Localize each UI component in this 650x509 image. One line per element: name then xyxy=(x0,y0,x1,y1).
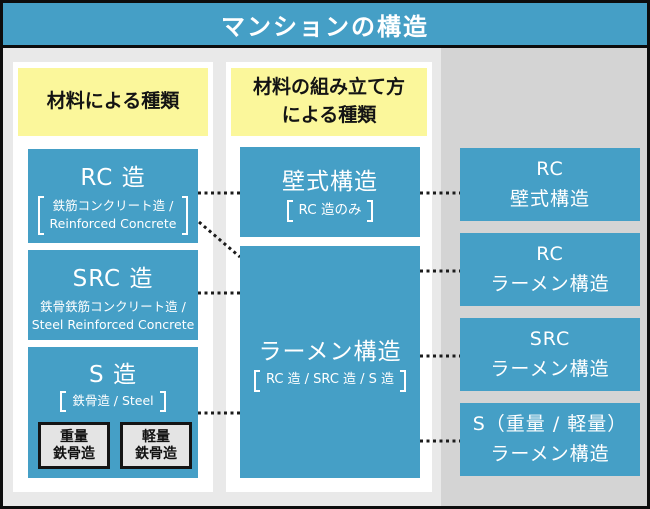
bracket-left xyxy=(23,297,26,337)
box-rc-wall-result: RC 壁式構造 xyxy=(460,148,640,221)
box-src-subtitle: 鉄骨鉄筋コンクリート造 / Steel Reinforced Concrete xyxy=(23,297,203,337)
src-rahmen-line2: ラーメン構造 xyxy=(490,357,610,380)
box-wall-title: 壁式構造 xyxy=(282,168,378,195)
box-rc-zou: RC 造 鉄筋コンクリート造 / Reinforced Concrete xyxy=(28,149,198,243)
box-src-rahmen-result: SRC ラーメン構造 xyxy=(460,318,640,391)
bracket-right xyxy=(400,370,407,392)
page-title: マンションの構造 xyxy=(221,12,429,41)
box-wall-sub-line1: RC 造のみ xyxy=(298,201,362,218)
box-src-title: SRC 造 xyxy=(72,266,154,292)
bracket-left xyxy=(286,199,293,223)
s-rahmen-line2: ラーメン構造 xyxy=(490,442,610,465)
box-src-zou: SRC 造 鉄骨鉄筋コンクリート造 / Steel Reinforced Con… xyxy=(23,250,203,340)
bracket-left xyxy=(253,370,260,392)
box-wall-structure: 壁式構造 RC 造のみ xyxy=(240,147,420,237)
box-s-title: S 造 xyxy=(89,362,137,388)
box-rc-sub-line2: Reinforced Concrete xyxy=(49,216,177,232)
box-rc-title: RC 造 xyxy=(80,165,146,191)
bracket-right xyxy=(200,297,203,337)
rc-wall-line2: 壁式構造 xyxy=(509,187,590,210)
box-src-sub-line1: 鉄骨鉄筋コンクリート造 / xyxy=(40,299,186,314)
box-src-sub-line2: Steel Reinforced Concrete xyxy=(31,317,195,333)
heavy-steel-line1: 重量 xyxy=(60,428,88,445)
box-rc-subtitle: 鉄筋コンクリート造 / Reinforced Concrete xyxy=(28,196,198,236)
box-s-sub-line1: 鉄骨造 / Steel xyxy=(72,393,154,408)
box-rc-sub-line1: 鉄筋コンクリート造 / xyxy=(52,198,174,213)
header-assembly-line1: 材料の組み立て方 xyxy=(252,76,405,99)
box-s-zou: S 造 鉄骨造 / Steel 重量 鉄骨造 軽量 鉄骨造 xyxy=(28,347,198,478)
header-material-types: 材料による種類 xyxy=(18,68,208,136)
box-rahmen-sub-line1: RC 造 / SRC 造 / S 造 xyxy=(265,372,395,388)
diagram-title-bar: マンションの構造 xyxy=(3,3,647,48)
header-material-types-label: 材料による種類 xyxy=(46,90,180,113)
src-rahmen-line1: SRC xyxy=(529,328,571,351)
s-rahmen-line1: S（重量 / 軽量） xyxy=(472,413,628,436)
light-steel-line1: 軽量 xyxy=(142,428,170,445)
light-steel-line2: 鉄骨造 xyxy=(135,445,177,462)
box-s-subtitle: 鉄骨造 / Steel xyxy=(28,391,198,413)
box-rahmen-subtitle: RC 造 / SRC 造 / S 造 xyxy=(240,370,420,392)
rc-wall-line1: RC xyxy=(536,158,564,181)
bracket-left xyxy=(37,196,44,236)
heavy-steel-line2: 鉄骨造 xyxy=(53,445,95,462)
bracket-right xyxy=(367,199,374,223)
rc-rahmen-line1: RC xyxy=(536,243,564,266)
rc-rahmen-line2: ラーメン構造 xyxy=(490,272,610,295)
box-wall-subtitle: RC 造のみ xyxy=(240,199,420,223)
bracket-right xyxy=(182,196,189,236)
box-s-rahmen-result: S（重量 / 軽量） ラーメン構造 xyxy=(460,403,640,476)
box-rahmen-structure: ラーメン構造 RC 造 / SRC 造 / S 造 xyxy=(240,246,420,478)
box-rahmen-title: ラーメン構造 xyxy=(258,339,402,366)
box-light-steel: 軽量 鉄骨造 xyxy=(120,422,192,469)
header-assembly-types: 材料の組み立て方 による種類 xyxy=(231,68,427,136)
box-heavy-steel: 重量 鉄骨造 xyxy=(38,422,110,469)
bracket-left xyxy=(60,391,67,413)
header-assembly-line2: による種類 xyxy=(281,104,377,126)
bracket-right xyxy=(159,391,166,413)
box-rc-rahmen-result: RC ラーメン構造 xyxy=(460,233,640,306)
